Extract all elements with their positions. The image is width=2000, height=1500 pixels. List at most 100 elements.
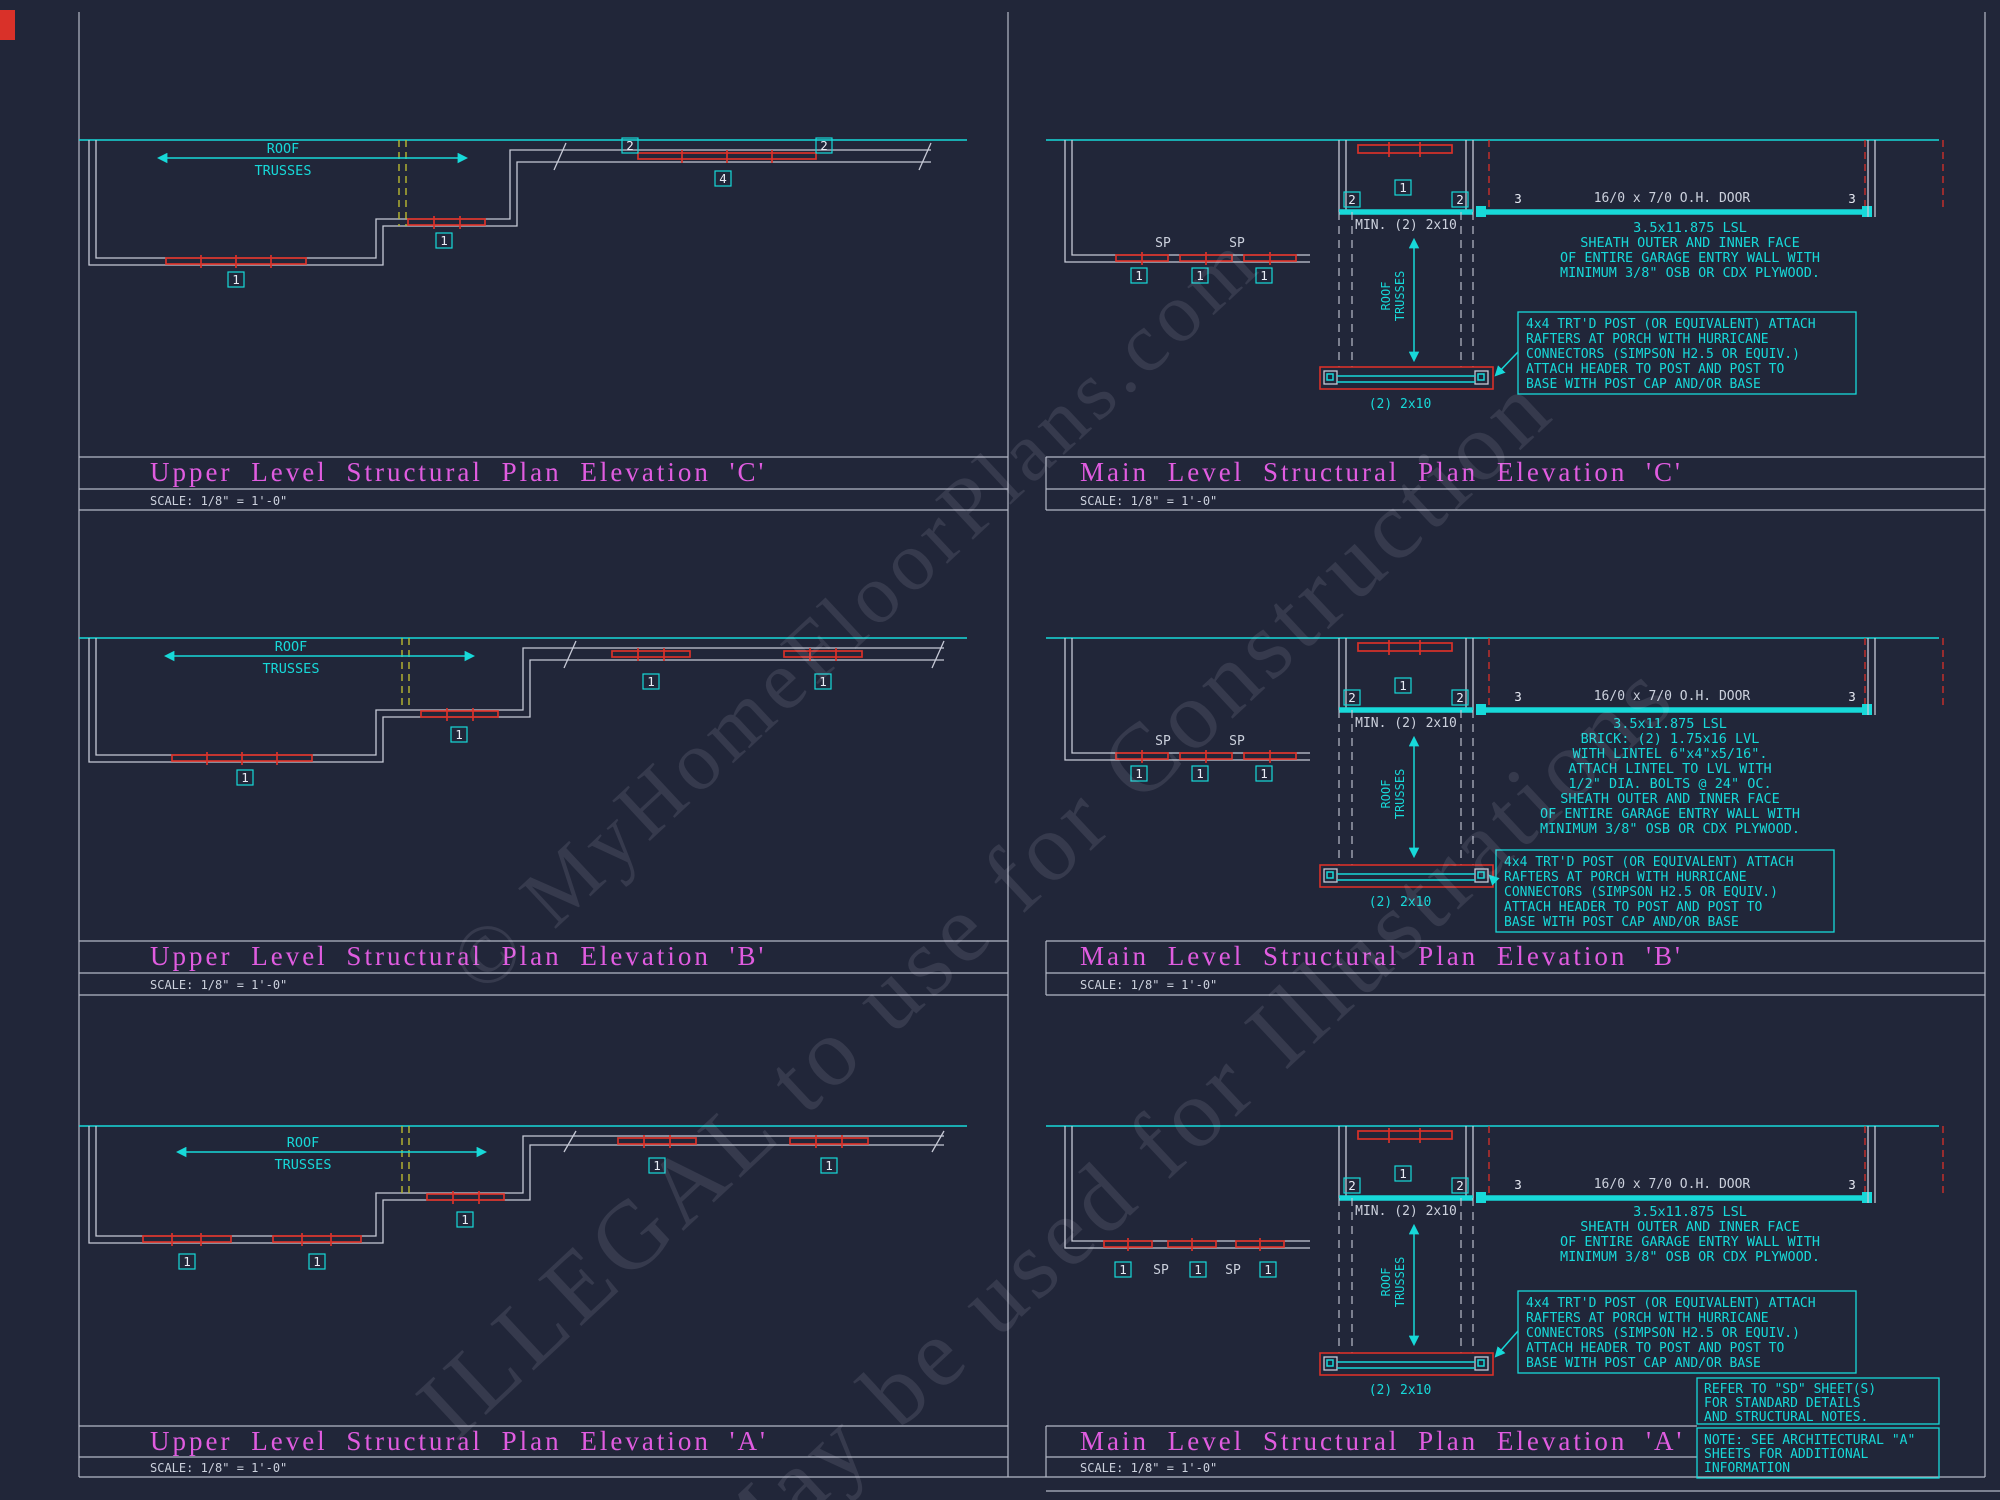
beam xyxy=(1235,1238,1285,1251)
svg-text:RAFTERS AT PORCH WITH HURRICAN: RAFTERS AT PORCH WITH HURRICANE xyxy=(1526,332,1769,347)
svg-text:MINIMUM 3/8" OSB OR CDX PLYWOO: MINIMUM 3/8" OSB OR CDX PLYWOOD. xyxy=(1560,265,1820,281)
svg-text:1: 1 xyxy=(1399,180,1407,195)
svg-text:SHEATH OUTER AND INNER FACE: SHEATH OUTER AND INNER FACE xyxy=(1580,235,1799,251)
roof-trusses-label: TRUSSES xyxy=(255,163,312,179)
callout-2: 2 xyxy=(1343,689,1361,706)
sp-label: SP xyxy=(1155,734,1171,749)
callout-1: 1 xyxy=(178,1253,196,1270)
beam xyxy=(783,648,863,661)
panel-title: Main Level Structural Plan Elevation 'C' xyxy=(1080,457,1683,487)
svg-text:1: 1 xyxy=(653,1158,661,1173)
callout-1: 1 xyxy=(814,673,832,690)
svg-text:1: 1 xyxy=(313,1254,321,1269)
svg-text:SHEATH OUTER AND INNER FACE: SHEATH OUTER AND INNER FACE xyxy=(1560,791,1779,807)
porch-beam-label: (2) 2x10 xyxy=(1369,895,1432,910)
svg-text:1: 1 xyxy=(1260,268,1268,283)
svg-text:SHEATH OUTER AND INNER FACE: SHEATH OUTER AND INNER FACE xyxy=(1580,1219,1799,1235)
svg-text:ATTACH HEADER TO POST AND POST: ATTACH HEADER TO POST AND POST TO xyxy=(1526,1341,1784,1356)
callout-3: 3 xyxy=(1848,689,1856,704)
svg-text:BRICK: (2) 1.75x16 LVL: BRICK: (2) 1.75x16 LVL xyxy=(1581,731,1760,747)
svg-text:NOTE: SEE ARCHITECTURAL "A": NOTE: SEE ARCHITECTURAL "A" xyxy=(1704,1433,1915,1448)
callout-1: 1 xyxy=(1114,1261,1132,1278)
svg-text:1: 1 xyxy=(1119,1262,1127,1277)
beam xyxy=(1115,750,1169,763)
beam xyxy=(407,216,486,229)
callout-2: 2 xyxy=(1343,1177,1361,1194)
roof-trusses-label: ROOF xyxy=(275,639,308,655)
svg-text:ATTACH HEADER TO POST AND POST: ATTACH HEADER TO POST AND POST TO xyxy=(1526,362,1784,377)
beam xyxy=(1243,750,1297,763)
svg-text:1: 1 xyxy=(232,272,240,287)
svg-text:1: 1 xyxy=(1399,1166,1407,1181)
beam xyxy=(617,1135,697,1148)
beam xyxy=(165,255,307,268)
callout-2: 2 xyxy=(1451,689,1469,706)
beam xyxy=(272,1233,362,1246)
panel-upper-level-b: 1 1 1 1 ROOF TRUSSES xyxy=(79,637,967,786)
callout-1: 1 xyxy=(435,232,453,249)
svg-text:2: 2 xyxy=(1348,1178,1356,1193)
callout-2: 2 xyxy=(621,137,639,154)
svg-text:1: 1 xyxy=(1135,268,1143,283)
svg-text:4x4 TRT'D POST (OR EQUIVALENT): 4x4 TRT'D POST (OR EQUIVALENT) ATTACH xyxy=(1526,1296,1816,1311)
lsl-note: 3.5x11.875 LSL SHEATH OUTER AND INNER FA… xyxy=(1560,1204,1820,1265)
svg-text:1: 1 xyxy=(183,1254,191,1269)
svg-text:AND STRUCTURAL NOTES.: AND STRUCTURAL NOTES. xyxy=(1704,1410,1868,1425)
svg-text:1: 1 xyxy=(1399,678,1407,693)
panel-main-level-b: SP SP 1 1 1 1 2 2 MIN. (2) 2x10 ROOF TRU… xyxy=(1046,637,1944,933)
svg-text:2: 2 xyxy=(1456,192,1464,207)
callout-1: 1 xyxy=(1130,267,1148,284)
panel-scale: SCALE: 1/8" = 1'-0" xyxy=(150,494,287,508)
beam xyxy=(420,708,499,721)
svg-text:RAFTERS AT PORCH WITH HURRICAN: RAFTERS AT PORCH WITH HURRICANE xyxy=(1526,1311,1769,1326)
svg-text:OF ENTIRE GARAGE ENTRY WALL WI: OF ENTIRE GARAGE ENTRY WALL WITH xyxy=(1560,250,1820,266)
porch-post xyxy=(1323,1356,1338,1371)
svg-text:2: 2 xyxy=(1348,690,1356,705)
callout-1: 1 xyxy=(1255,267,1273,284)
beam xyxy=(1103,1238,1153,1251)
svg-text:SHEETS FOR ADDITIONAL: SHEETS FOR ADDITIONAL xyxy=(1704,1447,1869,1462)
beam xyxy=(637,150,817,163)
callout-1: 1 xyxy=(1191,267,1209,284)
svg-text:INFORMATION: INFORMATION xyxy=(1704,1461,1790,1476)
porch-beam-label: (2) 2x10 xyxy=(1369,1383,1432,1398)
svg-text:1: 1 xyxy=(241,770,249,785)
panel-title: Main Level Structural Plan Elevation 'B' xyxy=(1080,941,1683,971)
sp-label: SP xyxy=(1153,1263,1169,1278)
panel-scale: SCALE: 1/8" = 1'-0" xyxy=(150,978,287,992)
beam xyxy=(789,1135,869,1148)
post-note-box: 4x4 TRT'D POST (OR EQUIVALENT) ATTACH RA… xyxy=(1488,849,1835,933)
beam xyxy=(1179,252,1233,265)
panel-main-level-c: SP SP 1 1 1 1 2 2 MIN. (2) 2x10 ROOF TRU… xyxy=(1046,139,1944,412)
svg-text:1: 1 xyxy=(825,1158,833,1173)
svg-text:1: 1 xyxy=(819,674,827,689)
svg-text:1: 1 xyxy=(440,233,448,248)
porch-post xyxy=(1474,868,1489,883)
header-beam xyxy=(1357,142,1453,157)
door-label: 16/0 x 7/0 O.H. DOOR xyxy=(1594,689,1751,704)
porch-beam-label: (2) 2x10 xyxy=(1369,397,1432,412)
svg-text:4x4 TRT'D POST (OR EQUIVALENT): 4x4 TRT'D POST (OR EQUIVALENT) ATTACH xyxy=(1504,855,1794,870)
svg-text:1: 1 xyxy=(1260,766,1268,781)
svg-text:CONNECTORS (SIMPSON H2.5 OR EQ: CONNECTORS (SIMPSON H2.5 OR EQUIV.) xyxy=(1526,1326,1800,1341)
callout-1: 1 xyxy=(1394,677,1412,694)
svg-text:1: 1 xyxy=(455,727,463,742)
callout-1: 1 xyxy=(648,1157,666,1174)
callout-2: 2 xyxy=(1451,1177,1469,1194)
svg-text:2: 2 xyxy=(626,138,634,153)
callout-1: 1 xyxy=(1259,1261,1277,1278)
svg-text:OF ENTIRE GARAGE ENTRY WALL WI: OF ENTIRE GARAGE ENTRY WALL WITH xyxy=(1540,806,1800,822)
post-note-box: 4x4 TRT'D POST (OR EQUIVALENT) ATTACH RA… xyxy=(1494,311,1857,395)
callout-1: 1 xyxy=(1255,765,1273,782)
callout-1: 1 xyxy=(308,1253,326,1270)
svg-text:3.5x11.875 LSL: 3.5x11.875 LSL xyxy=(1613,716,1727,732)
svg-text:BASE WITH POST CAP AND/OR BASE: BASE WITH POST CAP AND/OR BASE xyxy=(1526,1356,1761,1371)
callout-1: 1 xyxy=(820,1157,838,1174)
svg-text:ATTACH HEADER TO POST AND POST: ATTACH HEADER TO POST AND POST TO xyxy=(1504,900,1762,915)
porch-outline xyxy=(1319,366,1494,390)
beam xyxy=(171,752,313,765)
panel-scale: SCALE: 1/8" = 1'-0" xyxy=(1080,978,1217,992)
svg-text:FOR STANDARD DETAILS: FOR STANDARD DETAILS xyxy=(1704,1396,1861,1411)
beam xyxy=(426,1191,505,1204)
